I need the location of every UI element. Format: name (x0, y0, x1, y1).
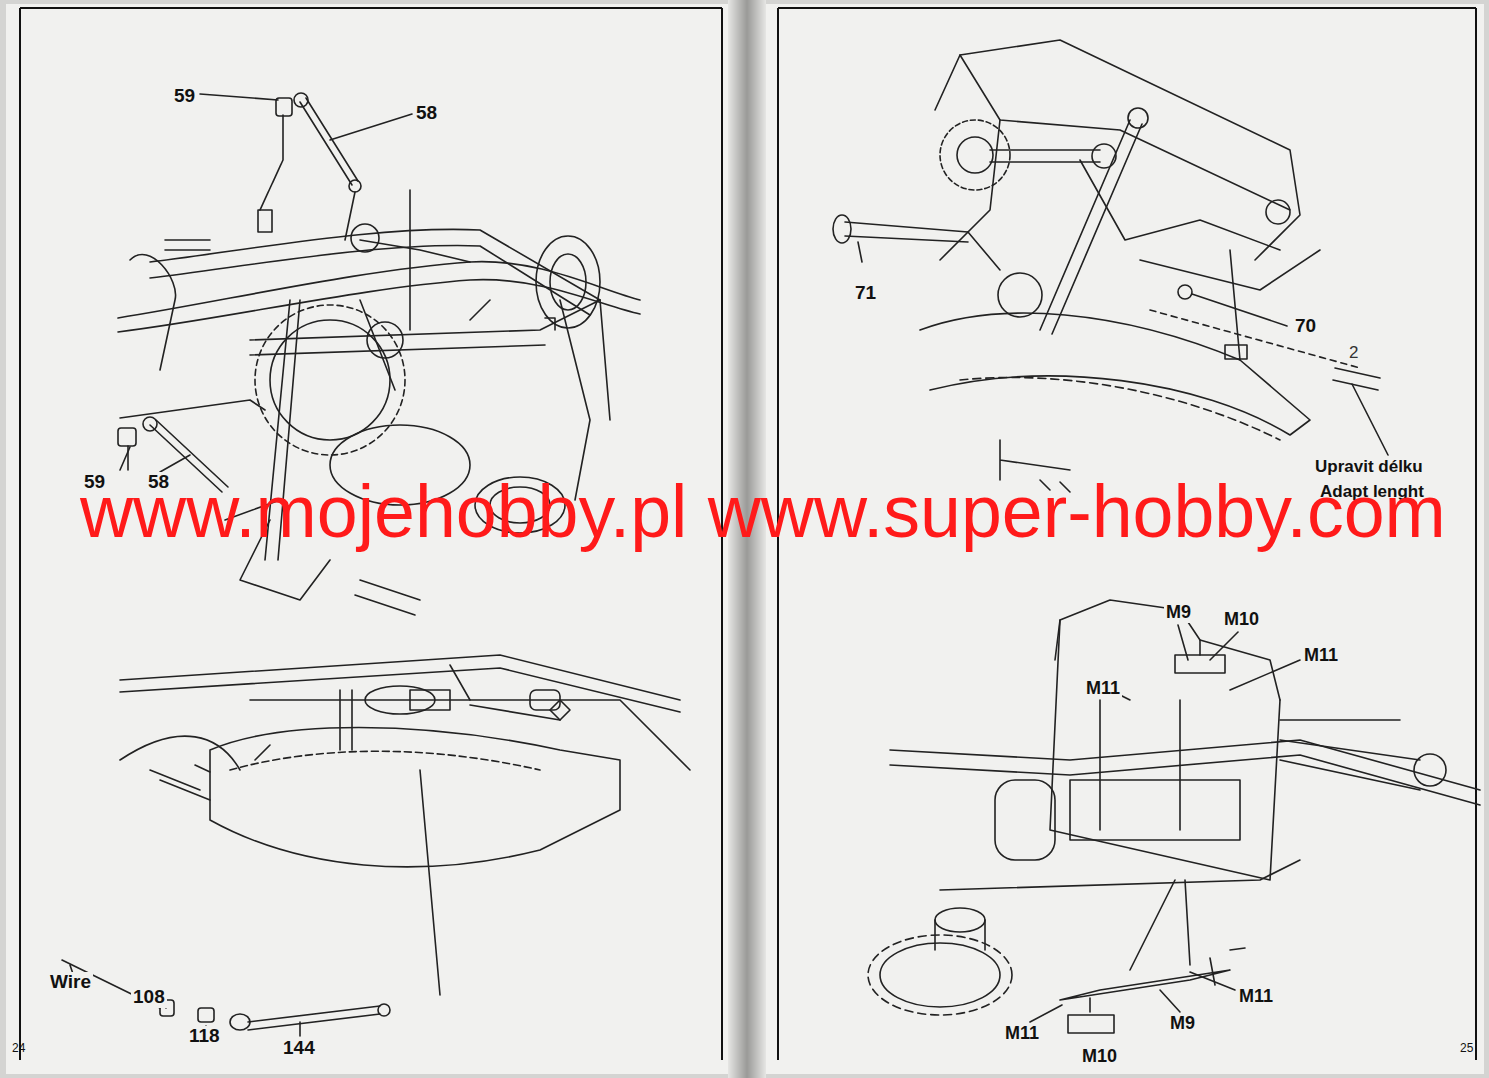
callout-number: 58 (414, 103, 439, 124)
callout-number: M9 (1168, 1014, 1197, 1034)
callout-number: 59 (172, 86, 197, 107)
callout-number: M10 (1080, 1047, 1119, 1067)
callout-number: M10 (1222, 610, 1261, 630)
page-number: 25 (1460, 1042, 1473, 1055)
callout-number: 108 (131, 987, 167, 1008)
callout-number: M11 (1003, 1024, 1041, 1044)
handwritten-mark: 2 (1347, 344, 1360, 363)
callout-number: M11 (1302, 646, 1340, 666)
callout-number: 71 (853, 283, 878, 304)
callout-number: M11 (1237, 987, 1275, 1007)
callout-number: 144 (281, 1038, 317, 1059)
page-number: 24 (12, 1042, 25, 1055)
callout-number: 70 (1293, 316, 1318, 337)
callout-number: 118 (187, 1026, 222, 1047)
callout-number: M9 (1164, 603, 1193, 623)
part-label: Wire (48, 972, 93, 993)
callout-number: M11 (1084, 679, 1122, 699)
watermark: www.mojehobby.pl www.super-hobby.com (80, 472, 1446, 553)
